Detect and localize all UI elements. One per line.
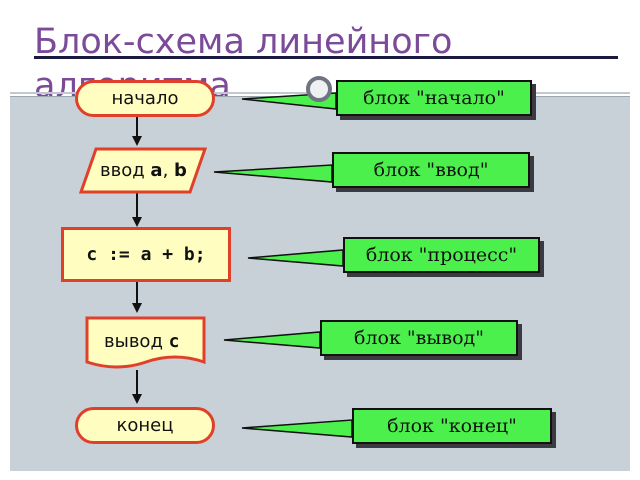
input-separator: , (162, 160, 175, 181)
start-block: начало (75, 80, 215, 117)
callout-end-text: блок "конец" (387, 415, 517, 437)
end-block: конец (75, 407, 215, 444)
input-prefix: ввод (100, 160, 151, 181)
callout-process: блок "процесс" (343, 237, 540, 273)
output-block-label: вывод c (104, 331, 179, 352)
end-block-label: конец (116, 415, 174, 436)
output-var-c: c (168, 331, 180, 352)
callout-start-text: блок "начало" (363, 87, 505, 109)
callout-start: блок "начало" (336, 80, 532, 116)
output-block-shape (85, 316, 206, 369)
callout-output: блок "вывод" (320, 320, 518, 356)
title-underline (34, 56, 618, 59)
input-block-shape (78, 147, 208, 194)
input-var-a: a (150, 160, 163, 181)
callout-pointer-input (213, 164, 333, 183)
callout-input: блок "ввод" (332, 152, 530, 188)
callout-end: блок "конец" (352, 408, 552, 444)
callout-input-text: блок "ввод" (373, 159, 489, 181)
callout-pointer-end (241, 419, 353, 438)
output-prefix: вывод (104, 331, 169, 352)
slide-title-line-1: Блок-схема линейного (34, 22, 453, 62)
process-block-label: c := a + b; (86, 244, 206, 265)
process-block: c := a + b; (61, 227, 231, 282)
start-block-label: начало (111, 88, 179, 109)
callout-pointer-process (247, 249, 344, 267)
input-block-label: ввод a, b (100, 160, 187, 181)
ring-decoration (306, 76, 332, 102)
callout-pointer-output (223, 331, 321, 349)
callout-process-text: блок "процесс" (365, 244, 518, 266)
input-var-b: b (174, 160, 187, 181)
callout-output-text: блок "вывод" (354, 327, 484, 349)
